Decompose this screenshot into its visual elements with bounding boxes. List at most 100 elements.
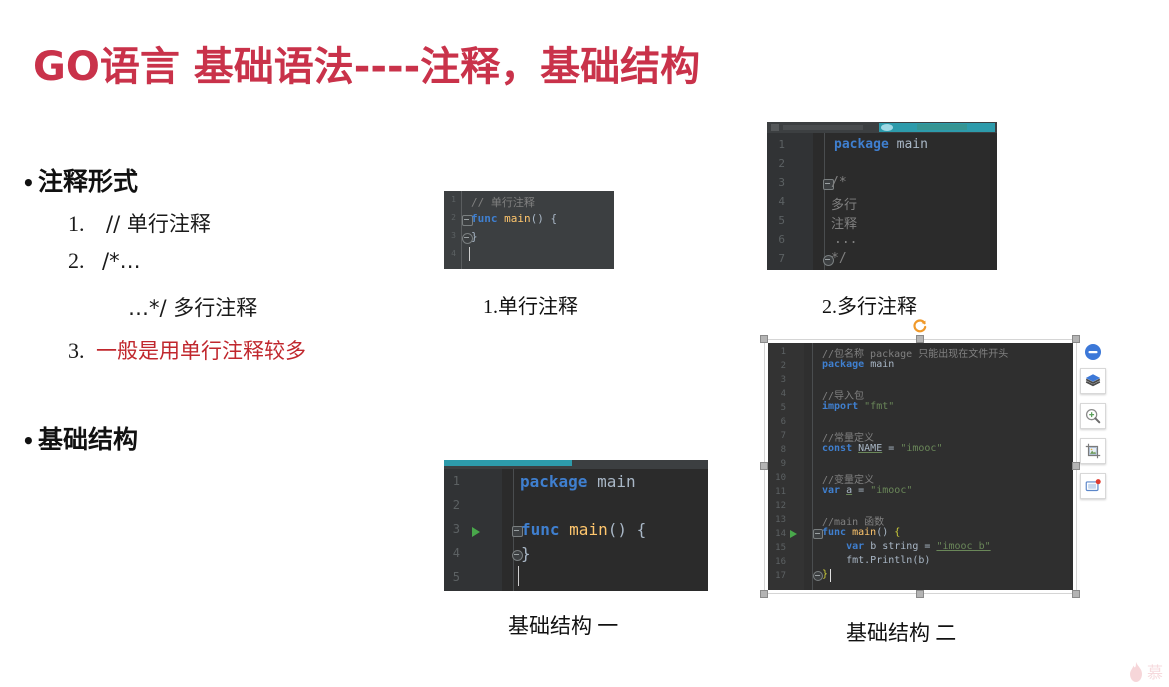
list-item-number: 3. bbox=[68, 338, 85, 363]
line-number: 17 bbox=[775, 571, 786, 581]
code-line-comment-close: */ bbox=[831, 251, 847, 266]
code-line-comment-body: 多行 bbox=[831, 198, 858, 213]
line-number: 16 bbox=[775, 557, 786, 567]
editor-tabbar bbox=[444, 460, 708, 469]
tab-small-icon bbox=[771, 124, 779, 131]
crop-image-icon bbox=[1085, 443, 1101, 459]
resize-handle-nw[interactable] bbox=[760, 335, 768, 343]
fold-marker-icon[interactable] bbox=[823, 179, 834, 190]
run-arrow-icon[interactable] bbox=[472, 527, 480, 537]
list-item-number: 1. bbox=[68, 211, 85, 236]
line-number: 12 bbox=[775, 501, 786, 511]
line-number: 3 bbox=[451, 231, 456, 240]
code-line-comment: //包名称 package 只能出现在文件开头 bbox=[822, 349, 1009, 360]
line-number: 13 bbox=[775, 515, 786, 525]
code-line-comment: //main 函数 bbox=[822, 517, 885, 528]
toolbar-item-layers[interactable] bbox=[1080, 368, 1106, 394]
toolbar-item-minus-circle[interactable] bbox=[1082, 341, 1104, 363]
editor-gutter bbox=[768, 343, 804, 590]
toolbar-item-zoom-in[interactable] bbox=[1080, 403, 1106, 429]
line-number: 8 bbox=[780, 445, 786, 455]
line-number: 1 bbox=[778, 138, 785, 151]
line-number: 2 bbox=[452, 498, 460, 512]
resize-handle-n[interactable] bbox=[916, 335, 924, 343]
fold-marker-icon[interactable] bbox=[512, 526, 523, 537]
code-line-close: } bbox=[521, 544, 531, 563]
line-number: 5 bbox=[778, 214, 785, 227]
text-caret bbox=[830, 569, 831, 582]
line-number: 4 bbox=[778, 195, 785, 208]
resize-handle-s[interactable] bbox=[916, 590, 924, 598]
fold-marker-icon[interactable] bbox=[462, 215, 473, 226]
line-number: 4 bbox=[452, 546, 460, 560]
line-number: 6 bbox=[778, 233, 785, 246]
line-number: 3 bbox=[780, 375, 786, 385]
code-line-const: const NAME = "imooc" bbox=[822, 443, 943, 454]
screenshot-multi-line-comment[interactable]: 1 2 3 4 5 6 7 package main /* 多行 注释 ... … bbox=[767, 122, 997, 270]
line-number: 4 bbox=[451, 249, 456, 258]
code-line-package: package main bbox=[520, 472, 636, 491]
code-line-comment: //变量定义 bbox=[822, 475, 875, 486]
section-heading-comment-forms: •注释形式 bbox=[22, 162, 138, 198]
line-number: 1 bbox=[451, 195, 456, 204]
minus-circle-icon bbox=[1085, 344, 1101, 360]
list-item: …*/ 多行注释 bbox=[128, 292, 257, 322]
resize-handle-sw[interactable] bbox=[760, 590, 768, 598]
line-number: 9 bbox=[780, 459, 786, 469]
code-line-var-b: var b string = "imooc b" bbox=[846, 541, 991, 552]
caption-single-line-comment: 1.单行注释 bbox=[483, 296, 578, 318]
gutter-divider bbox=[812, 343, 813, 590]
resize-handle-w[interactable] bbox=[760, 462, 768, 470]
code-line-func: func main() { bbox=[521, 520, 647, 539]
zoom-in-icon bbox=[1085, 408, 1101, 424]
watermark: 慕 bbox=[1127, 659, 1163, 683]
line-number: 5 bbox=[780, 403, 786, 413]
toolbar-item-crop-image[interactable] bbox=[1080, 438, 1106, 464]
fold-marker-icon[interactable] bbox=[823, 255, 834, 266]
code-line-comment-body: 注释 bbox=[831, 217, 858, 232]
line-number: 7 bbox=[778, 252, 785, 265]
resize-handle-ne[interactable] bbox=[1072, 335, 1080, 343]
gutter-divider bbox=[461, 191, 462, 269]
code-line-comment: //导入包 bbox=[822, 391, 865, 402]
image-selection-frame bbox=[764, 339, 1077, 594]
list-item-text: // 单行注释 bbox=[106, 212, 211, 236]
line-number: 3 bbox=[778, 176, 785, 189]
run-arrow-icon[interactable] bbox=[790, 530, 797, 538]
code-line-comment-body: ... bbox=[834, 232, 858, 247]
tab-label-placeholder bbox=[917, 124, 967, 130]
screenshot-basic-structure-one[interactable]: 1 2 3 4 5 package main func main() { } bbox=[444, 460, 708, 591]
list-item: 3. 一般是用单行注释较多 bbox=[68, 335, 306, 365]
fold-marker-icon[interactable] bbox=[813, 571, 823, 581]
tab-title-placeholder bbox=[783, 125, 863, 130]
fold-marker-icon[interactable] bbox=[462, 233, 473, 244]
fold-marker-icon[interactable] bbox=[512, 550, 523, 561]
line-number: 6 bbox=[780, 417, 786, 427]
line-number: 10 bbox=[775, 473, 786, 483]
resize-handle-se[interactable] bbox=[1072, 590, 1080, 598]
list-item: 1. // 单行注释 bbox=[68, 208, 211, 238]
line-number: 1 bbox=[780, 347, 786, 357]
resize-handle-e[interactable] bbox=[1072, 462, 1080, 470]
toolbar-item-picture-settings[interactable] bbox=[1080, 473, 1106, 499]
code-line-import: import "fmt" bbox=[822, 401, 895, 412]
list-item: 2. /*… bbox=[68, 248, 141, 274]
bullet-icon: • bbox=[22, 429, 35, 453]
screenshot-basic-structure-two[interactable]: 1 2 3 4 5 6 7 8 9 10 11 12 13 14 15 16 1… bbox=[768, 343, 1073, 590]
tab-dot-icon bbox=[881, 124, 893, 131]
line-number: 2 bbox=[778, 157, 785, 170]
code-line-println: fmt.Println(b) bbox=[822, 555, 931, 566]
line-number: 7 bbox=[780, 431, 786, 441]
list-item-text: 一般是用单行注释较多 bbox=[96, 339, 306, 363]
list-item-text: /*… bbox=[102, 249, 141, 273]
rotate-handle-icon[interactable] bbox=[912, 318, 928, 334]
caption-basic-structure-one: 基础结构 一 bbox=[508, 614, 619, 638]
fold-marker-icon[interactable] bbox=[813, 529, 823, 539]
page-title: GO语言 基础语法----注释，基础结构 bbox=[33, 44, 701, 90]
line-number: 2 bbox=[451, 213, 456, 222]
code-line-comment-open: /* bbox=[831, 175, 847, 190]
screenshot-single-line-comment[interactable]: 1 2 3 4 // 单行注释 func main() { } bbox=[444, 191, 614, 269]
section-heading-label: 基础结构 bbox=[38, 425, 139, 454]
code-line-package: package main bbox=[834, 137, 928, 152]
